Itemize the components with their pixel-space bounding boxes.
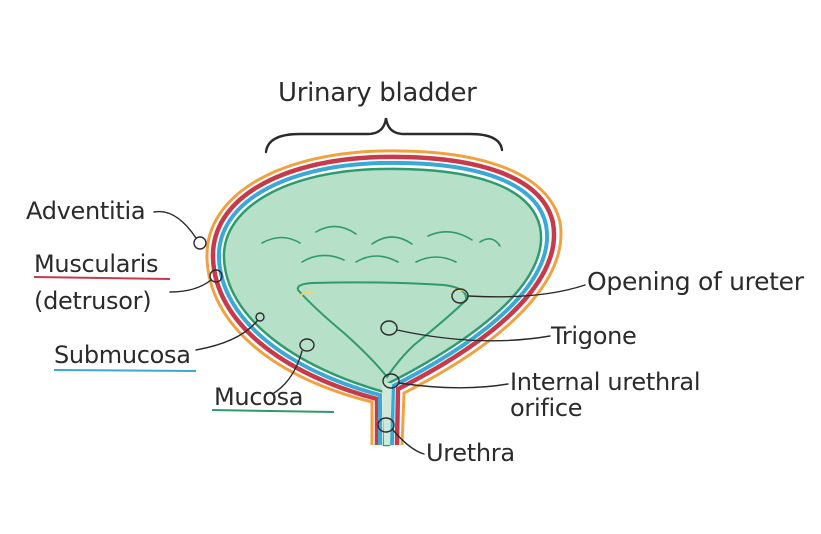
- label-adventitia: Adventitia: [26, 197, 146, 225]
- label-muscularis: Muscularis: [34, 250, 159, 278]
- trigone-marker: [380, 320, 398, 336]
- leader-lines: [153, 210, 586, 455]
- submucosa-layer: [216, 160, 549, 446]
- submucosa-underline: [53, 369, 197, 372]
- label-detrusor: (detrusor): [34, 287, 152, 315]
- label-opening-of-ureter: Opening of ureter: [587, 267, 804, 296]
- muscularis-layer: [210, 154, 557, 446]
- label-mucosa: Mucosa: [214, 383, 304, 411]
- trigone-region: [296, 281, 468, 379]
- mucosa-marker: [299, 338, 315, 352]
- orifice-marker: [382, 373, 400, 389]
- mucosa-underline: [211, 409, 335, 413]
- title-bracket: [264, 117, 504, 154]
- adventitia-layer: [205, 149, 563, 446]
- submucosa-marker: [255, 312, 265, 322]
- muscularis-marker: [209, 269, 223, 283]
- label-trigone: Trigone: [551, 322, 637, 350]
- adventitia-marker: [193, 236, 207, 250]
- label-submucosa: Submucosa: [54, 341, 191, 369]
- mucosal-folds: [261, 225, 501, 263]
- bladder-lumen: [222, 167, 543, 447]
- label-urethra: Urethra: [426, 439, 515, 467]
- diagram-title: Urinary bladder: [278, 78, 477, 108]
- label-internal-urethral: Internal urethral: [510, 368, 701, 396]
- muscularis-underline: [33, 276, 171, 280]
- urethra-channel: [382, 383, 392, 445]
- urethra-marker: [377, 417, 395, 433]
- label-orifice: orifice: [510, 394, 583, 422]
